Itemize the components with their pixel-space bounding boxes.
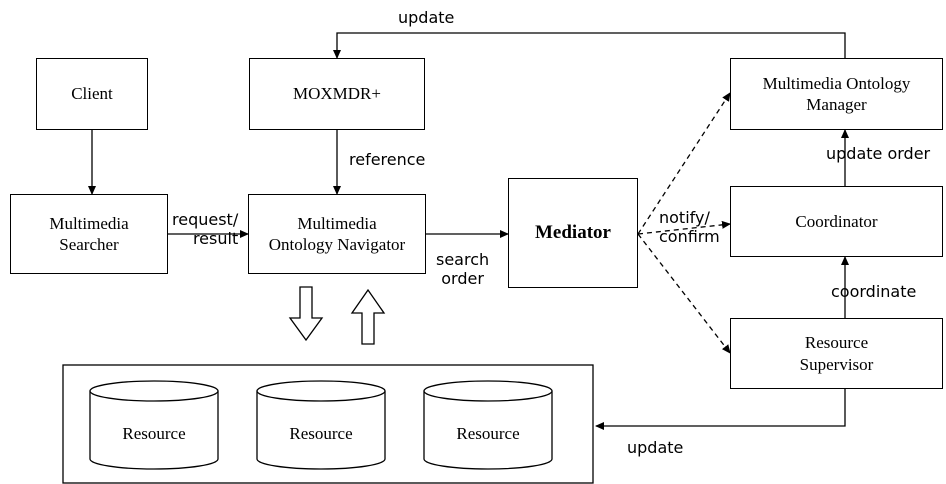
edge-mediator-supervisor — [637, 233, 731, 354]
edge-update-top — [333, 32, 846, 59]
edge-label-update-bottom: update — [627, 438, 684, 457]
hollow-arrow-up — [350, 288, 386, 345]
resource-container — [62, 364, 594, 484]
manager-box: Multimedia Ontology Manager — [730, 58, 943, 130]
edge-label-update-order: update order — [826, 144, 931, 163]
resource-cylinder-1 — [89, 380, 219, 470]
moxmdr-box: MOXMDR+ — [249, 58, 425, 130]
edge-update-bottom — [595, 381, 849, 430]
edge-label-search-order: search order — [436, 250, 490, 289]
edge-label-reference: reference — [349, 150, 426, 169]
hollow-arrow-down — [288, 286, 324, 342]
resource-cylinder-3 — [423, 380, 553, 470]
edge-mediator-coordinator — [637, 220, 731, 235]
manager-label: Multimedia Ontology Manager — [762, 73, 911, 114]
resource-label-3: Resource — [456, 424, 520, 443]
supervisor-box: Resource Supervisor — [730, 318, 943, 389]
edge-label-notify-confirm: notify/ confirm — [659, 208, 720, 247]
client-label: Client — [71, 84, 113, 104]
supervisor-label: Resource Supervisor — [799, 333, 874, 374]
edge-label-coordinate: coordinate — [831, 282, 917, 301]
resource-label-1: Resource — [122, 424, 186, 443]
moxmdr-label: MOXMDR+ — [293, 84, 381, 104]
navigator-box: Multimedia Ontology Navigator — [248, 194, 426, 274]
client-box: Client — [36, 58, 148, 130]
edge-label-request-result: request/ result — [172, 210, 239, 249]
mediator-label: Mediator — [535, 222, 611, 244]
resource-label-2: Resource — [289, 424, 353, 443]
coordinator-box: Coordinator — [730, 186, 943, 257]
navigator-label: Multimedia Ontology Navigator — [268, 213, 406, 254]
mediator-box: Mediator — [508, 178, 638, 288]
coordinator-label: Coordinator — [795, 211, 878, 231]
searcher-box: Multimedia Searcher — [10, 194, 168, 274]
searcher-label: Multimedia Searcher — [49, 213, 129, 254]
resource-cylinder-2 — [256, 380, 386, 470]
edge-label-update-top: update — [398, 8, 455, 27]
edge-mediator-manager — [637, 92, 731, 235]
